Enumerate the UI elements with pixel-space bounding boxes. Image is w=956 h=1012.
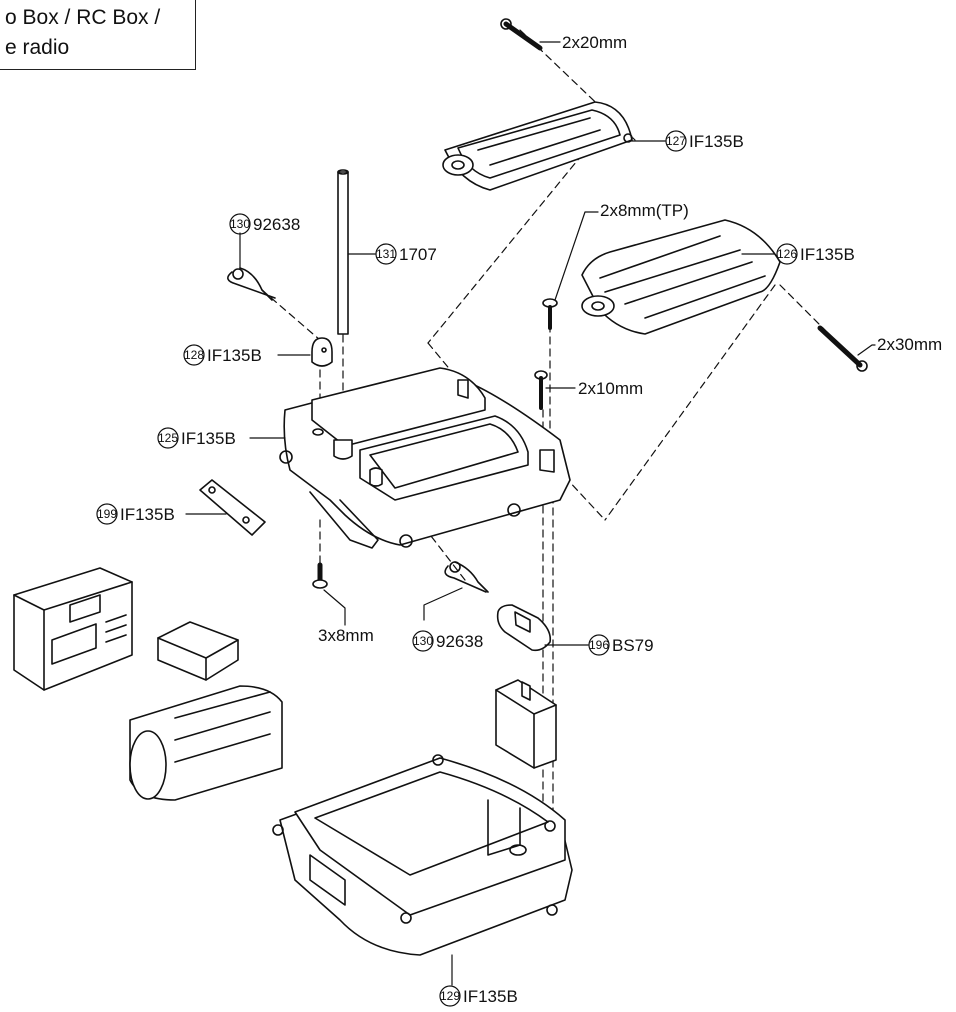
label-clip-130-bottom: 92638 bbox=[436, 632, 483, 651]
ref-circle-129 bbox=[439, 985, 461, 1007]
label-2x30mm: 2x30mm bbox=[877, 335, 942, 354]
ref-circle-131 bbox=[375, 243, 397, 265]
title-box: o Box / RC Box / e radio bbox=[0, 0, 196, 70]
ref-circle-199 bbox=[96, 503, 118, 525]
receiver-block bbox=[495, 679, 557, 769]
ref-num-128: 128 bbox=[184, 348, 204, 362]
ref-circle-128 bbox=[183, 344, 205, 366]
ref-circle-126 bbox=[776, 243, 798, 265]
deck-125 bbox=[279, 367, 571, 549]
reference-number-circles bbox=[96, 130, 798, 1007]
label-clip-130-top: 92638 bbox=[253, 215, 300, 234]
lid-127 bbox=[442, 101, 633, 191]
battery-holder bbox=[129, 685, 283, 801]
rod-131 bbox=[337, 169, 349, 335]
label-2x8mm-tp: 2x8mm(TP) bbox=[600, 201, 689, 220]
label-plate-199: IF135B bbox=[120, 505, 175, 524]
label-3x8mm: 3x8mm bbox=[318, 626, 374, 645]
screw-2x20 bbox=[500, 18, 543, 51]
title-line-1: o Box / RC Box / bbox=[5, 6, 161, 29]
ref-num-126: 126 bbox=[777, 247, 797, 261]
ref-circle-130-top bbox=[229, 213, 251, 235]
ref-num-129: 129 bbox=[440, 989, 460, 1003]
clip-130-bottom bbox=[444, 561, 489, 593]
box-129 bbox=[272, 754, 573, 956]
label-lid-127: IF135B bbox=[689, 132, 744, 151]
label-boot-196: BS79 bbox=[612, 636, 654, 655]
ref-num-199: 199 bbox=[97, 507, 117, 521]
ref-circle-127 bbox=[665, 130, 687, 152]
clip-130-top bbox=[227, 267, 276, 301]
sponge bbox=[157, 621, 239, 681]
label-rod-131: 1707 bbox=[399, 245, 437, 264]
label-2x10mm: 2x10mm bbox=[578, 379, 643, 398]
label-cap-128: IF135B bbox=[207, 346, 262, 365]
ref-num-127: 127 bbox=[666, 134, 686, 148]
ref-circle-130-bottom bbox=[412, 630, 434, 652]
leader-lines bbox=[185, 41, 876, 986]
ref-num-196: 196 bbox=[589, 638, 609, 652]
receiver-unit bbox=[13, 567, 133, 691]
screw-2x8tp bbox=[542, 298, 558, 330]
lid-126 bbox=[581, 219, 781, 335]
ref-num-131: 131 bbox=[376, 247, 396, 261]
ref-num-130-top: 130 bbox=[230, 217, 250, 231]
plate-199 bbox=[199, 479, 266, 536]
cap-128 bbox=[311, 337, 333, 367]
label-box-129: IF135B bbox=[463, 987, 518, 1006]
screw-2x10 bbox=[534, 370, 548, 410]
ref-circle-125 bbox=[157, 427, 179, 449]
label-deck-125: IF135B bbox=[181, 429, 236, 448]
label-lid-126: IF135B bbox=[800, 245, 855, 264]
ref-num-125: 125 bbox=[158, 431, 178, 445]
boot-196 bbox=[496, 604, 552, 652]
title-line-2: e radio bbox=[5, 36, 70, 59]
screw-3x8 bbox=[312, 562, 328, 589]
ref-num-130-bottom: 130 bbox=[413, 634, 433, 648]
screw-2x30 bbox=[817, 325, 868, 372]
ref-circle-196 bbox=[588, 634, 610, 656]
label-2x20mm: 2x20mm bbox=[562, 33, 627, 52]
